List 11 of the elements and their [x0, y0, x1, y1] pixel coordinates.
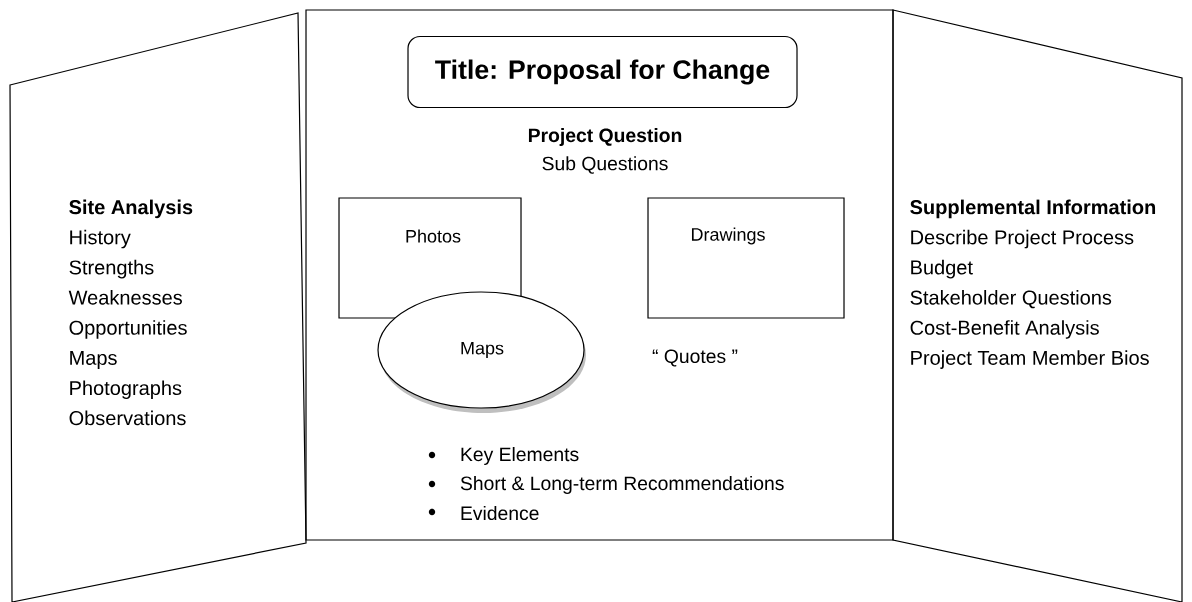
- subheading: Sub Questions: [542, 156, 668, 174]
- side-panel: Site Analysis History Strengths Weaknesses Opportunities Maps Photographs Observations: [9, 12, 307, 602]
- bullet-item: Short & Long-term Recommendations: [460, 476, 784, 494]
- side-panel: Supplemental Information Describe Project Process Budget Stakeholder Questions Cost-Benefit Analysis Project Team Member Bios: [892, 9, 1183, 602]
- bullet-item: Evidence: [461, 505, 539, 521]
- title-box: Title: Proposal for Change: [407, 35, 798, 109]
- heading: Project Question: [528, 128, 682, 146]
- bullet-item: Key Elements: [461, 447, 579, 465]
- quote-text: “ Quotes ”: [652, 349, 738, 367]
- center-panel: [305, 9, 894, 541]
- drawing-box: Drawings: [647, 197, 845, 319]
